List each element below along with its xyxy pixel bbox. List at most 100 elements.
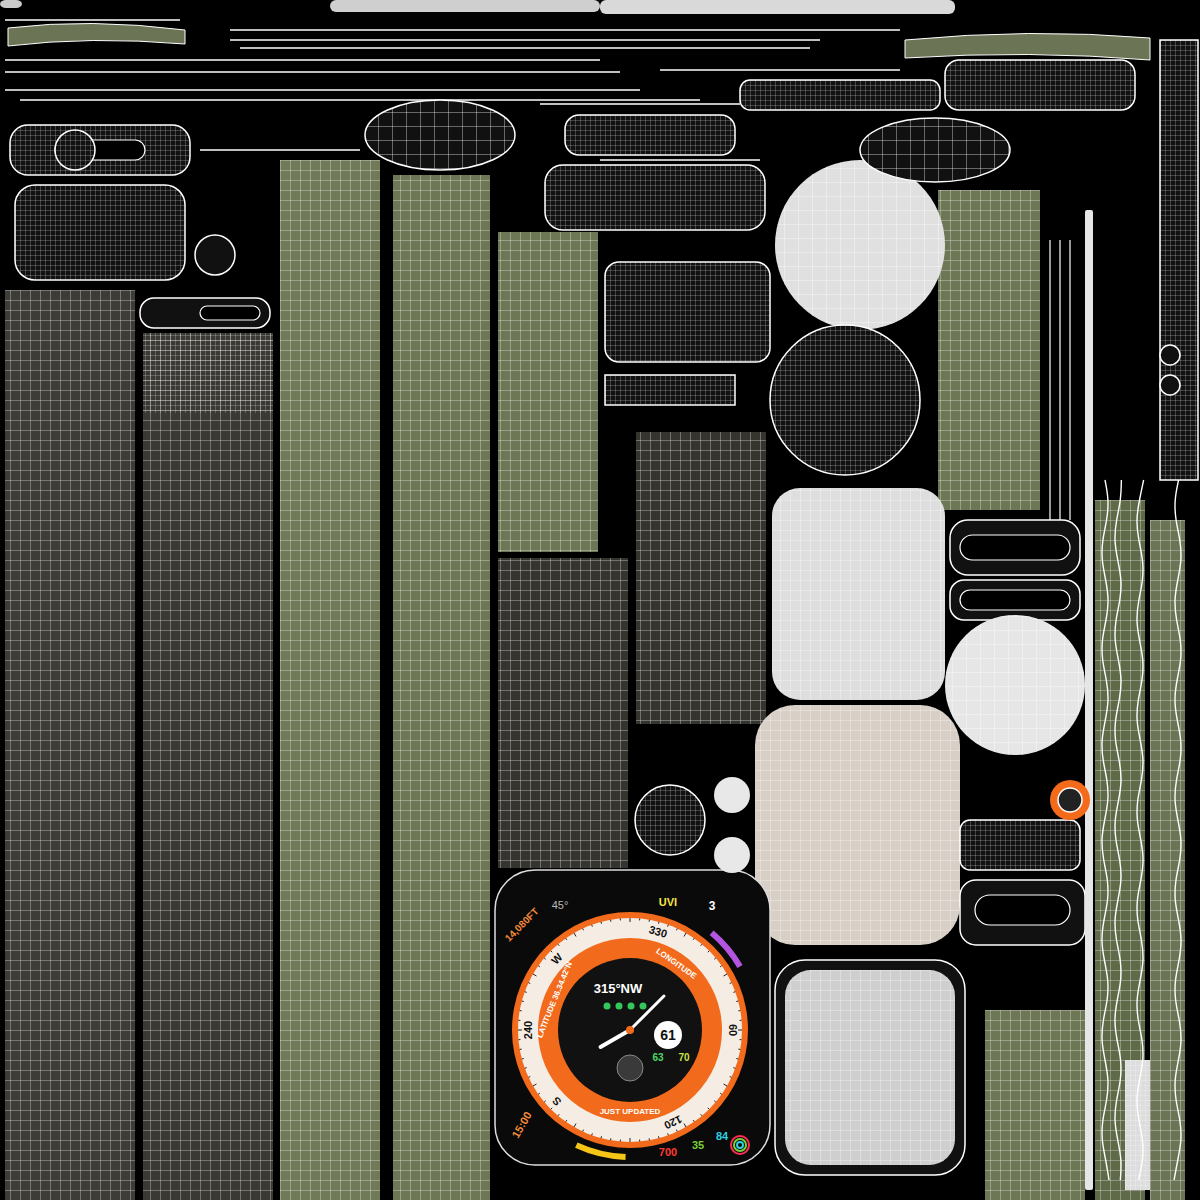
compass-degree: 60 (727, 1024, 738, 1036)
uv-island (498, 232, 598, 552)
uv-island (565, 115, 735, 155)
round-island (714, 777, 750, 813)
uv-island (945, 60, 1135, 110)
edge-strip (230, 29, 900, 30)
compass-tick (544, 958, 546, 959)
compass-band (518, 918, 742, 1142)
status-dot (640, 1003, 647, 1010)
wireframe-grid (605, 375, 735, 405)
edge-strip (540, 103, 740, 104)
compass-tick (714, 1101, 716, 1102)
activity-ring (737, 1142, 743, 1148)
hand-pivot (626, 1026, 634, 1034)
compass-tick (601, 1136, 603, 1138)
heading-readout: 315°NW (594, 982, 643, 995)
round-island (1160, 345, 1180, 365)
edge-strip (5, 59, 600, 60)
uv-island (755, 705, 960, 945)
wireframe-grid (772, 488, 945, 700)
uv-island (393, 175, 490, 1200)
compass-tick (724, 1084, 727, 1086)
compass-tick (701, 944, 702, 946)
seam-line (1069, 240, 1070, 520)
compass-tick (720, 1093, 722, 1094)
uv-island (772, 488, 945, 700)
wireframe-grid (775, 160, 945, 330)
round-island (1160, 375, 1180, 395)
compass-tick (733, 991, 735, 993)
band-edge (8, 23, 185, 46)
round-island (770, 325, 920, 475)
top-strip (600, 0, 955, 14)
edge-strip (5, 71, 620, 72)
slot-outline (960, 535, 1070, 560)
wireframe-grid (770, 325, 920, 475)
compass-tick (620, 918, 621, 920)
sub-dial (617, 1055, 643, 1081)
compass-tick (639, 1140, 640, 1142)
wireframe-grid (785, 970, 955, 1165)
top-strip (330, 0, 600, 12)
compass-tick (525, 1067, 527, 1069)
wireframe-grid (945, 615, 1085, 755)
activity-ring (731, 1136, 749, 1154)
compass-tick (676, 1130, 678, 1132)
compass-tick (522, 1058, 524, 1060)
seam-line (1137, 480, 1144, 1180)
compass-tick (740, 1039, 742, 1040)
wireframe-grid (565, 115, 735, 155)
compass-tick (518, 1030, 522, 1031)
compass-tick (538, 966, 540, 967)
wireframe-grid (985, 1010, 1085, 1200)
wireframe-grid (143, 333, 273, 413)
compass-tick (591, 1133, 593, 1135)
compass-tick (520, 1010, 522, 1011)
uv-island (950, 580, 1080, 620)
dial-center (558, 958, 702, 1102)
wireframe-grid (143, 333, 273, 1200)
compass-tick (630, 918, 631, 922)
clock-hand (630, 996, 664, 1030)
compass-tick (708, 1108, 709, 1109)
compass-tick (566, 938, 567, 940)
activity-value: 700 (659, 1147, 677, 1158)
compass-tick (558, 1114, 559, 1116)
edge-strip (240, 47, 810, 48)
compass-tick (693, 938, 694, 940)
compass-tick (730, 1076, 732, 1078)
status-dot (604, 1003, 611, 1010)
uv-island (605, 262, 770, 362)
compass-tick (574, 933, 576, 936)
compass-tick (738, 1010, 740, 1011)
complication-value: 70 (678, 1053, 689, 1063)
compass-tick (538, 1093, 540, 1094)
compass-tick (733, 1067, 735, 1069)
wireframe-grid (1125, 1060, 1150, 1190)
edge-strip (230, 39, 820, 40)
compass-tick (522, 1001, 524, 1003)
uv-island (10, 125, 190, 175)
wireframe-grid (755, 705, 960, 945)
uv-island (143, 333, 273, 413)
round-island (55, 130, 95, 170)
edge-strip (5, 89, 640, 90)
wireframe-grid (498, 232, 598, 552)
wireframe-grid (945, 60, 1135, 110)
wireframe-grid (740, 80, 940, 110)
round-island (775, 160, 945, 330)
round-island (635, 785, 705, 855)
compass-tick (701, 1114, 702, 1116)
wireframe-grid (636, 432, 766, 724)
compass-tick (533, 1084, 536, 1086)
wireframe-grid (1160, 40, 1198, 480)
uv-island (985, 1010, 1085, 1200)
uv-island (5, 290, 135, 1200)
uv-island (938, 190, 1040, 510)
complication-disc (654, 1021, 682, 1049)
compass-tick (684, 933, 686, 936)
status-dot (628, 1003, 635, 1010)
compass-degree: 240 (523, 1021, 534, 1039)
band-edge (905, 33, 1150, 60)
wireframe-grid (498, 558, 628, 868)
